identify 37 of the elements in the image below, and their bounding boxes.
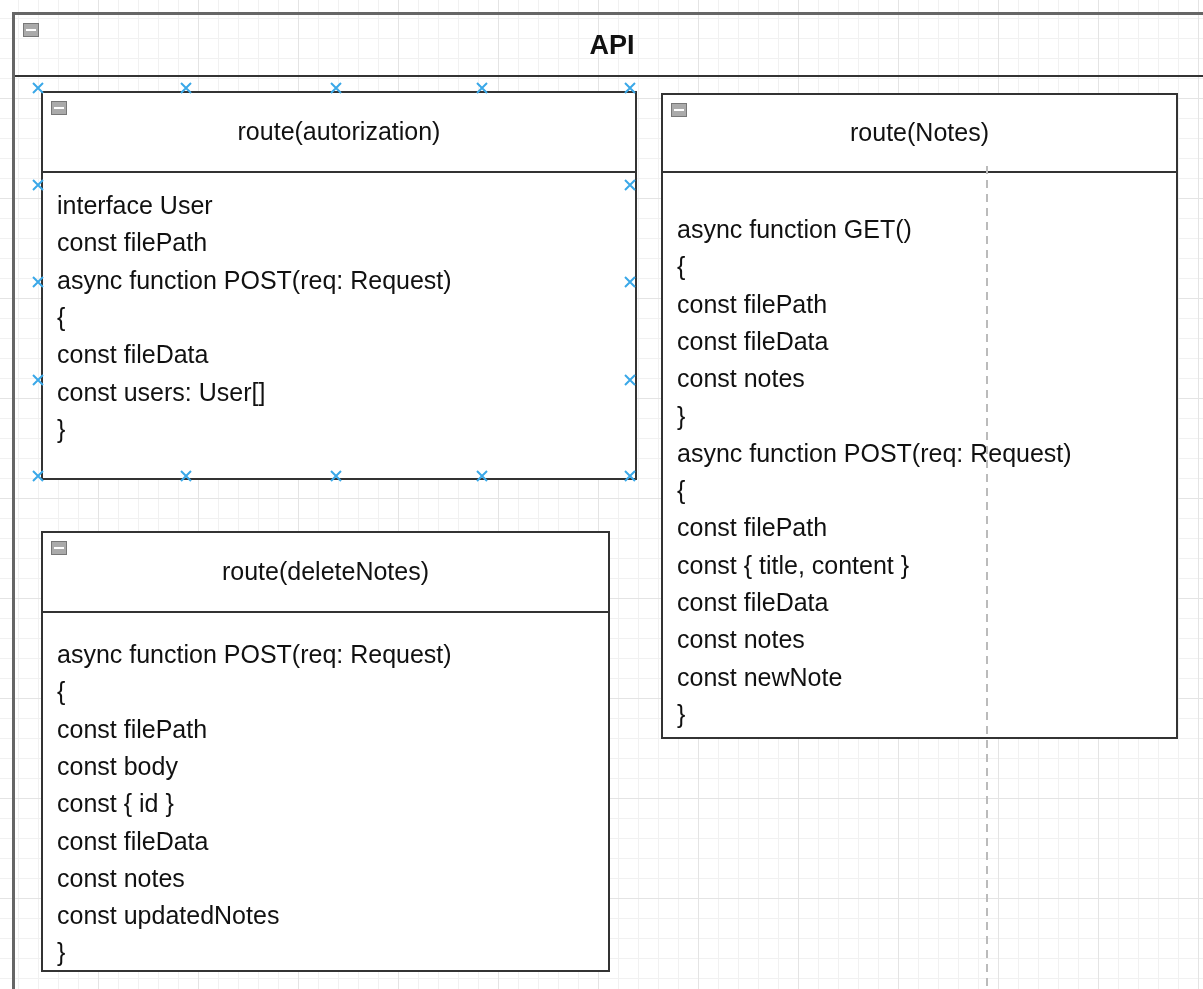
member-text: const filePath: [677, 512, 828, 543]
member-text: {: [57, 301, 66, 332]
member-text: }: [677, 698, 686, 729]
container-box: [12, 12, 1203, 989]
member-text: const fileData: [57, 339, 209, 370]
member-text: const users: User[]: [57, 376, 266, 407]
member-text: async function GET(): [677, 214, 912, 244]
member-text: const notes: [57, 862, 185, 893]
class-title: route(deleteNotes): [220, 557, 431, 586]
member-text: const body: [57, 750, 178, 781]
class-box: [661, 93, 1178, 739]
container-title: API: [588, 30, 636, 61]
member-text: async function POST(req: Request): [57, 639, 452, 669]
member-text: interface User: [57, 190, 213, 220]
member-text: const newNote: [677, 661, 843, 692]
member-text: }: [57, 413, 66, 444]
member-text: const fileData: [677, 325, 829, 356]
member-text: const notes: [677, 624, 805, 655]
class-title: route(Notes): [849, 118, 990, 147]
member-text: const fileData: [677, 587, 829, 617]
member-text: async function POST(req: Request): [677, 437, 1072, 468]
member-text: {: [57, 676, 66, 707]
member-text: const filePath: [57, 227, 208, 258]
member-text: const updatedNotes: [57, 900, 280, 931]
class-box: [41, 531, 610, 972]
member-text: async function POST(req: Request): [57, 264, 452, 295]
member-text: {: [677, 251, 686, 282]
member-text: const fileData: [57, 825, 209, 856]
class-title: route(autorization): [236, 117, 442, 146]
member-text: {: [677, 475, 686, 506]
member-text: const { id }: [57, 788, 174, 819]
member-text: const filePath: [677, 288, 828, 319]
member-text: }: [57, 937, 66, 968]
member-text: const filePath: [57, 713, 208, 744]
member-text: const notes: [677, 363, 805, 394]
member-text: const { title, content }: [677, 549, 910, 580]
member-text: }: [677, 400, 686, 431]
